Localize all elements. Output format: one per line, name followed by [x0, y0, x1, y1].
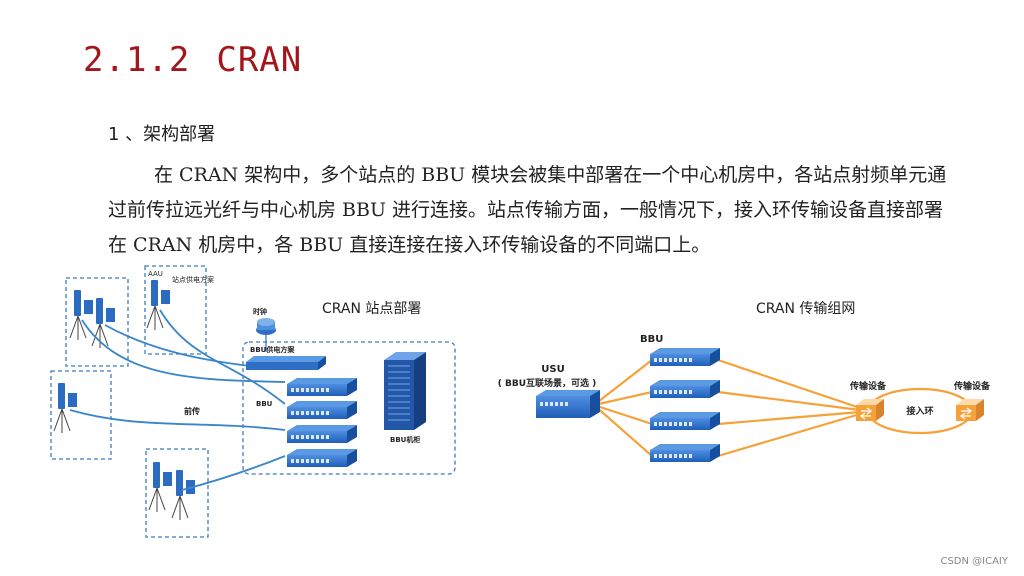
fronthaul-label: 前传	[184, 406, 200, 416]
antenna-icon	[171, 469, 196, 521]
bbu-cabinet-icon	[384, 352, 426, 430]
bbu-unit-icon	[650, 380, 720, 398]
site-deployment-diagram: AAU 站点供电方案 时钟 BBU供电方案 BBU 前传 BBU机柜	[50, 265, 456, 538]
transport-device-icon	[855, 398, 885, 422]
clock-icon	[256, 318, 276, 352]
site-power-label: 站点供电方案	[172, 275, 214, 284]
antenna-icon	[148, 461, 173, 513]
transport-links	[593, 358, 861, 458]
title-number: 2.1.2	[83, 40, 191, 80]
section-heading: 1 、架构部署	[108, 124, 216, 145]
transport-device-1-label: 传输设备	[849, 380, 887, 392]
slide-title: 2.1.2 CRAN	[83, 40, 302, 80]
transport-device-2-label: 传输设备	[953, 380, 991, 392]
bbu-unit-icon	[650, 348, 720, 366]
site-box-2	[144, 265, 207, 355]
bbu-label: BBU	[256, 400, 273, 408]
site-box-3	[50, 370, 112, 460]
access-ring-label: 接入环	[906, 405, 933, 417]
fronthaul-fibers	[69, 309, 286, 491]
left-diagram-caption: CRAN 站点部署	[322, 301, 422, 317]
antenna-icon	[53, 382, 78, 434]
site-box-4	[145, 448, 209, 538]
usu-label: USU	[541, 364, 564, 375]
bbu-power-label: BBU供电方案	[250, 345, 295, 354]
bbu-unit-icon	[650, 444, 720, 462]
central-room-box	[242, 341, 456, 475]
clock-label: 时钟	[253, 307, 267, 316]
usu-device-icon	[536, 390, 600, 418]
watermark: CSDN @ICAIY	[940, 556, 1008, 567]
paragraph-block: 在 CRAN 架构中，多个站点的 BBU 模块会被集中部署在一个中心机房中，各站…	[108, 158, 948, 263]
bbu-unit-icon	[287, 401, 357, 419]
bbu-unit-icon	[287, 425, 357, 443]
bbu-power-unit	[246, 356, 326, 370]
title-text: CRAN	[216, 40, 303, 80]
bbu-unit-icon	[287, 449, 357, 467]
paragraph-text: 在 CRAN 架构中，多个站点的 BBU 模块会被集中部署在一个中心机房中，各站…	[108, 164, 947, 256]
site-box-1	[65, 277, 129, 367]
bbu-unit-icon	[287, 378, 357, 396]
right-diagram-caption: CRAN 传输组网	[756, 301, 856, 317]
aau-label: AAU	[148, 270, 163, 278]
bbu-group-label: BBU	[640, 334, 663, 345]
usu-note-label: ( BBU互联场景，可选 )	[498, 377, 597, 389]
bbu-unit-icon	[650, 412, 720, 430]
antenna-icon	[69, 289, 94, 341]
antenna-icon	[91, 297, 116, 349]
antenna-icon	[146, 279, 171, 331]
transport-network-diagram: BBU USU ( BBU互联场景，可选 ) 传输设备 传输设备 接入环	[498, 334, 991, 462]
transport-device-icon	[955, 398, 985, 422]
bbu-cabinet-label: BBU机柜	[390, 435, 420, 444]
